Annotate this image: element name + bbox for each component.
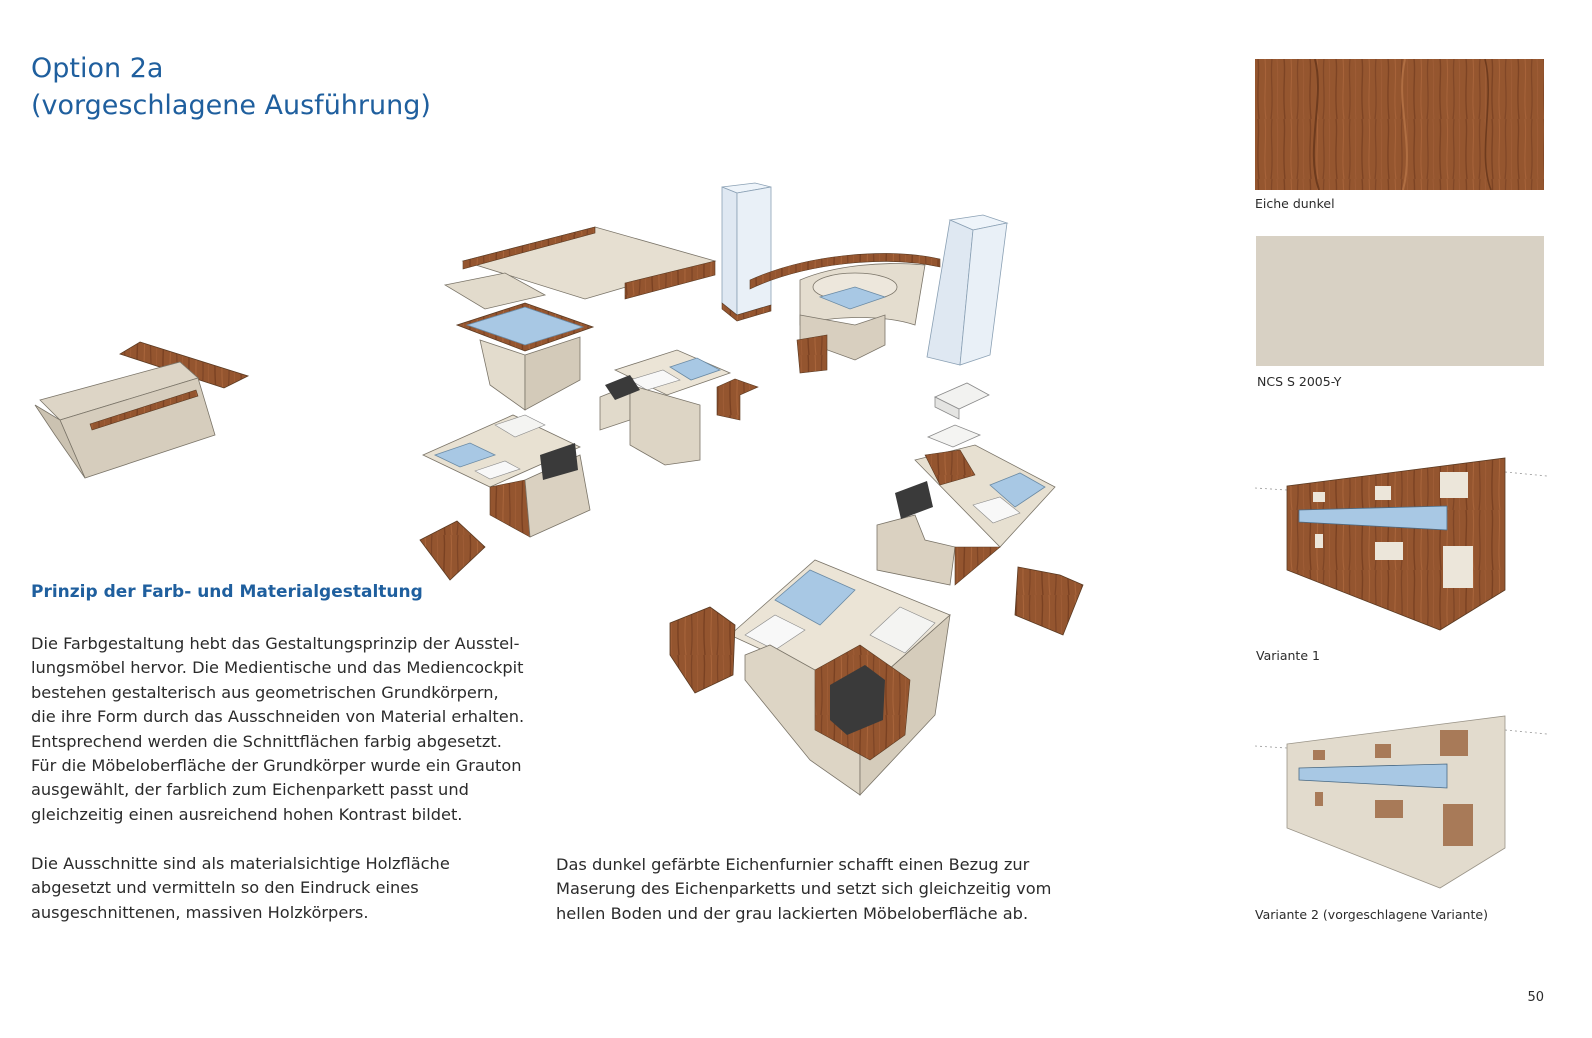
text-line: bestehen gestalterisch aus geometrischen… [31,682,499,702]
section-subheading: Prinzip der Farb- und Materialgestaltung [31,582,423,602]
title-line-2: (vorgeschlagene Ausführung) [31,90,431,121]
text-line: abgesetzt und vermitteln so den Eindruck… [31,878,419,898]
variant-1-image [1255,457,1547,631]
paragraph-eichenfurnier: Das dunkel gefärbte Eichenfurnier schaff… [556,853,1051,926]
variant-2-image [1255,715,1547,889]
text-line: Für die Möbeloberfläche der Grundkörper … [31,756,522,776]
text-line: lungsmöbel hervor. Die Medientische und … [31,658,524,678]
text-line: Die Ausschnitte sind als materialsichtig… [31,854,450,873]
variant-2-caption: Variante 2 (vorgeschlagene Variante) [1255,907,1488,922]
cockpit-illustration [34,341,250,479]
text-line: Maserung des Eichenparketts und setzt si… [556,879,1052,899]
text-line: Das dunkel gefärbte Eichenfurnier schaff… [556,855,1030,874]
swatch-caption-wood: Eiche dunkel [1255,196,1335,211]
text-line: hellen Boden und der grau lackierten Möb… [556,903,1029,923]
page-number: 50 [1527,990,1544,1005]
swatch-caption-ncs: NCS S 2005-Y [1257,374,1342,389]
exhibition-furniture-illustration [419,182,1084,797]
text-line: ausgewählt, der farblich zum Eichenparke… [31,780,469,800]
text-line: Entsprechend werden die Schnittflächen f… [31,731,502,751]
text-line: Die Farbgestaltung hebt das Gestaltungsp… [31,634,520,653]
text-line: ausgeschnittenen, massiven Holzkörpers. [31,902,369,922]
paragraph-ausschnitte: Die Ausschnitte sind als materialsichtig… [31,852,450,925]
paragraph-farbgestaltung: Die Farbgestaltung hebt das Gestaltungsp… [31,632,524,827]
page-title: Option 2a (vorgeschlagene Ausführung) [31,50,631,124]
variant-1-caption: Variante 1 [1256,648,1320,663]
ncs-color-swatch [1256,236,1544,366]
text-line: die ihre Form durch das Ausschneiden von… [31,707,525,727]
oak-dark-swatch [1255,59,1544,190]
title-line-1: Option 2a [31,53,164,84]
text-line: gleichzeitig einen ausreichend hohen Kon… [31,804,463,824]
